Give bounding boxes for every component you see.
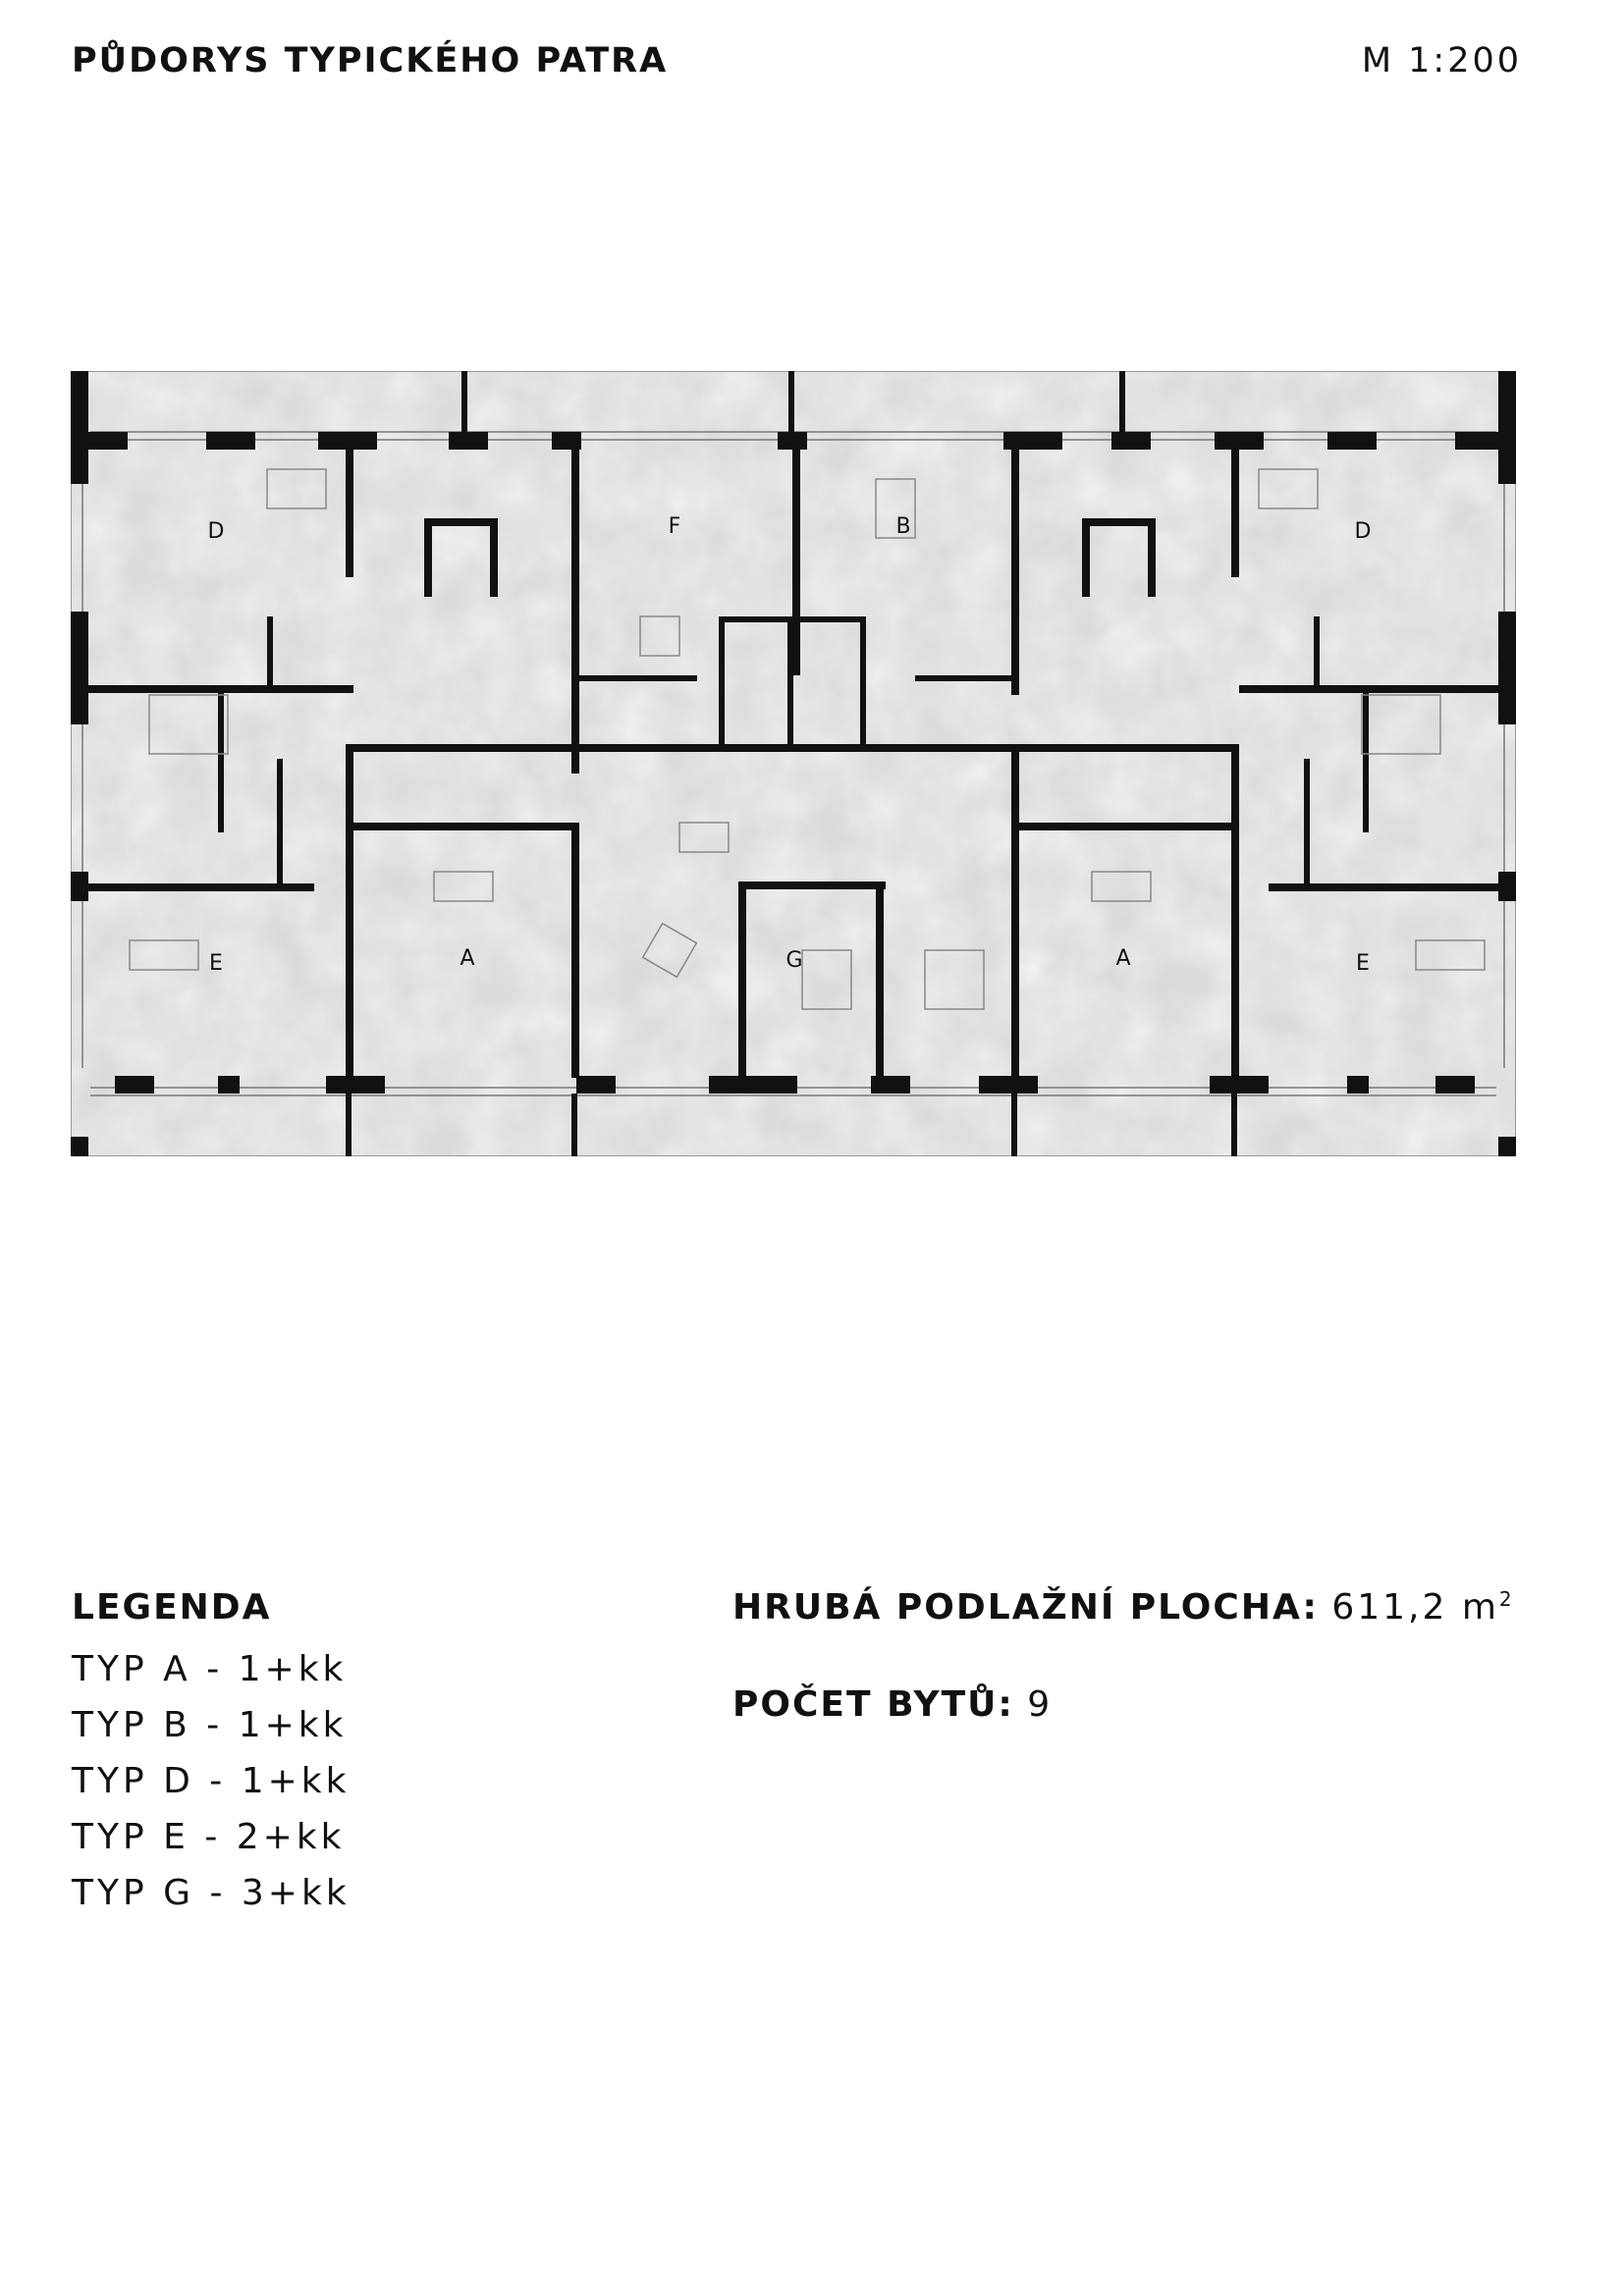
apt-label-e-left: E — [209, 951, 223, 976]
floor-stats: HRUBÁ PODLAŽNÍ PLOCHA: 611,2 m2 POČET BY… — [732, 1587, 1512, 1782]
gross-floor-area-label: HRUBÁ PODLAŽNÍ PLOCHA: — [732, 1587, 1319, 1628]
apt-label-f: F — [669, 514, 681, 539]
legend-item: TYP G - 3+kk — [72, 1873, 351, 1913]
gross-floor-area-value: 611,2 m — [1331, 1587, 1499, 1628]
area-unit-exponent: 2 — [1498, 1587, 1512, 1611]
legend: LEGENDA TYP A - 1+kk TYP B - 1+kk TYP D … — [72, 1587, 351, 1921]
apt-label-b: B — [895, 514, 910, 539]
floor-plan: D F B D E A G A E — [71, 371, 1516, 1156]
apt-label-d-right: D — [1355, 519, 1372, 544]
unit-count-value: 9 — [1027, 1684, 1054, 1725]
legend-heading: LEGENDA — [72, 1587, 272, 1628]
floor-plan-drawing: D F B D E A G A E — [71, 371, 1516, 1156]
unit-count-label: POČET BYTŮ: — [732, 1684, 1014, 1725]
legend-item: TYP B - 1+kk — [72, 1705, 348, 1745]
legend-item: TYP D - 1+kk — [72, 1761, 351, 1801]
legend-list: TYP A - 1+kk TYP B - 1+kk TYP D - 1+kk T… — [72, 1641, 351, 1921]
gross-floor-area: HRUBÁ PODLAŽNÍ PLOCHA: 611,2 m2 — [732, 1587, 1512, 1628]
scale-label: M 1:200 — [1361, 41, 1522, 80]
page-title: PŮDORYS TYPICKÉHO PATRA — [72, 41, 669, 80]
apt-label-a-left: A — [460, 946, 474, 971]
furniture-hints — [129, 468, 1486, 1010]
legend-item: TYP E - 2+kk — [72, 1817, 346, 1857]
apt-label-a-right: A — [1115, 946, 1130, 971]
unit-count: POČET BYTŮ: 9 — [732, 1684, 1512, 1725]
apt-label-d-left: D — [208, 519, 225, 544]
walls — [71, 371, 1516, 1156]
apt-label-e-right: E — [1356, 951, 1370, 976]
apt-label-g: G — [785, 948, 802, 973]
legend-item: TYP A - 1+kk — [72, 1649, 348, 1689]
